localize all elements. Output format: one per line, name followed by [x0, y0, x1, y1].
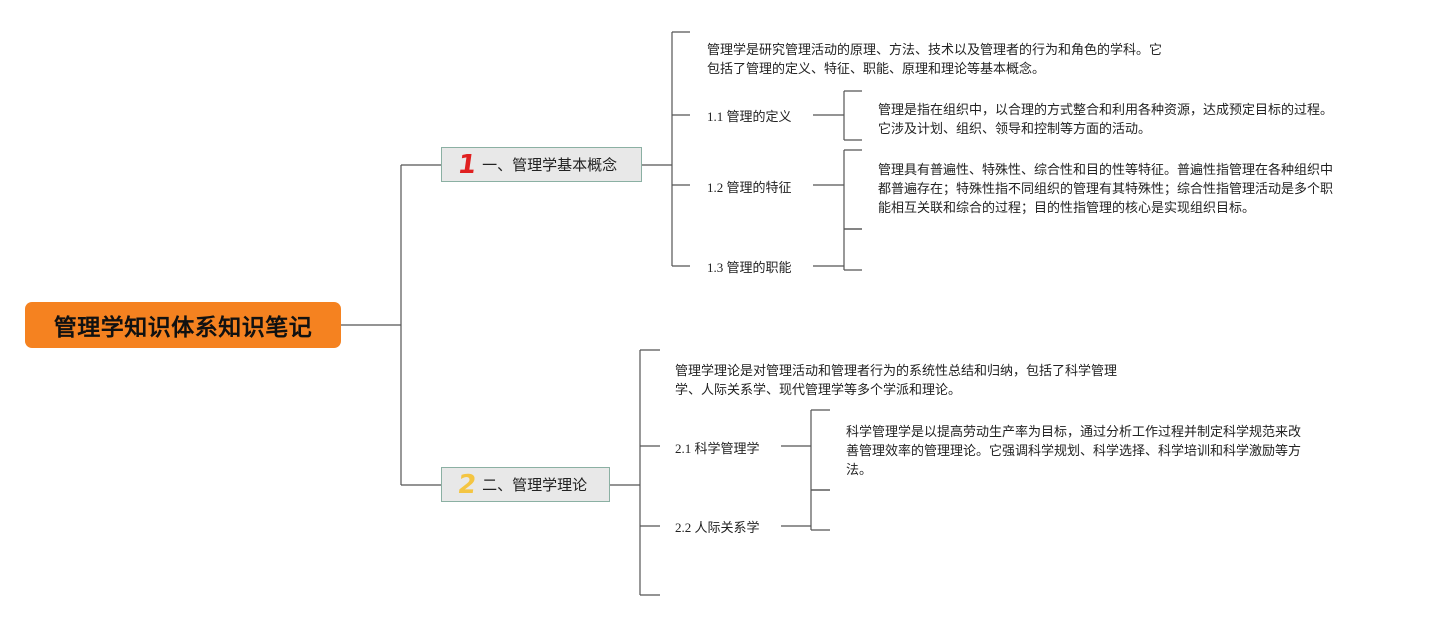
subtopic-1-2[interactable]: 1.2 管理的特征 — [707, 177, 792, 196]
branch-node-basic-concepts[interactable]: 1 一、管理学基本概念 — [441, 147, 642, 182]
detail-line: 善管理效率的管理理论。它强调科学规划、科学选择、科学培训和科学激励等方 — [846, 444, 1302, 459]
root-title: 管理学知识体系知识笔记 — [53, 315, 313, 341]
detail-line: 它涉及计划、组织、领导和控制等方面的活动。 — [878, 122, 1152, 137]
branch-node-management-theory[interactable]: 2 二、管理学理论 — [441, 467, 610, 502]
branch-title: 二、管理学理论 — [482, 476, 588, 494]
intro-line: 管理学理论是对管理活动和管理者行为的系统性总结和归纳，包括了科学管理 — [675, 364, 1118, 379]
subtopic-label: 1.2 管理的特征 — [707, 180, 792, 195]
subtopic-2-1-detail: 科学管理学是以提高劳动生产率为目标，通过分析工作过程并制定科学规范来改 善管理效… — [846, 423, 1301, 480]
branch-2-intro: 管理学理论是对管理活动和管理者行为的系统性总结和归纳，包括了科学管理 学、人际关… — [675, 362, 1117, 400]
subtopic-label: 1.1 管理的定义 — [707, 109, 792, 124]
branch-title: 一、管理学基本概念 — [482, 156, 618, 174]
intro-line: 管理学是研究管理活动的原理、方法、技术以及管理者的行为和角色的学科。它 — [707, 43, 1163, 58]
subtopic-1-3[interactable]: 1.3 管理的职能 — [707, 257, 792, 276]
number-two-icon: 2 — [455, 469, 479, 500]
number-one-icon: 1 — [455, 149, 479, 180]
subtopic-label: 2.1 科学管理学 — [675, 441, 760, 456]
connector-2-1 — [781, 409, 830, 491]
intro-line: 学、人际关系学、现代管理学等多个学派和理论。 — [675, 383, 962, 398]
connector-branch-2 — [610, 349, 660, 596]
intro-line: 包括了管理的定义、特征、职能、原理和理论等基本概念。 — [707, 62, 1046, 77]
branch-1-intro: 管理学是研究管理活动的原理、方法、技术以及管理者的行为和角色的学科。它 包括了管… — [707, 41, 1162, 79]
connector-1-3 — [813, 228, 862, 271]
detail-line: 管理具有普遍性、特殊性、综合性和目的性等特征。普遍性指管理在各种组织中 — [878, 163, 1334, 178]
detail-line: 科学管理学是以提高劳动生产率为目标，通过分析工作过程并制定科学规范来改 — [846, 425, 1302, 440]
subtopic-label: 2.2 人际关系学 — [675, 520, 760, 535]
subtopic-1-1-detail: 管理是指在组织中，以合理的方式整合和利用各种资源，达成预定目标的过程。 它涉及计… — [878, 101, 1333, 139]
connector-1-1 — [813, 90, 862, 141]
connector-branch-1 — [641, 31, 690, 267]
connector-root — [341, 164, 441, 486]
connector-2-2 — [781, 489, 830, 531]
subtopic-label: 1.3 管理的职能 — [707, 260, 792, 275]
detail-line: 法。 — [846, 463, 873, 478]
subtopic-1-2-detail: 管理具有普遍性、特殊性、综合性和目的性等特征。普遍性指管理在各种组织中 都普遍存… — [878, 161, 1333, 218]
root-node[interactable]: 管理学知识体系知识笔记 — [25, 302, 341, 348]
subtopic-2-1[interactable]: 2.1 科学管理学 — [675, 438, 760, 457]
detail-line: 管理是指在组织中，以合理的方式整合和利用各种资源，达成预定目标的过程。 — [878, 103, 1334, 118]
connector-1-2 — [813, 149, 862, 230]
detail-line: 能相互关联和综合的过程；目的性指管理的核心是实现组织目标。 — [878, 201, 1256, 216]
subtopic-2-2[interactable]: 2.2 人际关系学 — [675, 517, 760, 536]
detail-line: 都普遍存在；特殊性指不同组织的管理有其特殊性；综合性指管理活动是多个职 — [878, 182, 1334, 197]
subtopic-1-1[interactable]: 1.1 管理的定义 — [707, 106, 792, 125]
